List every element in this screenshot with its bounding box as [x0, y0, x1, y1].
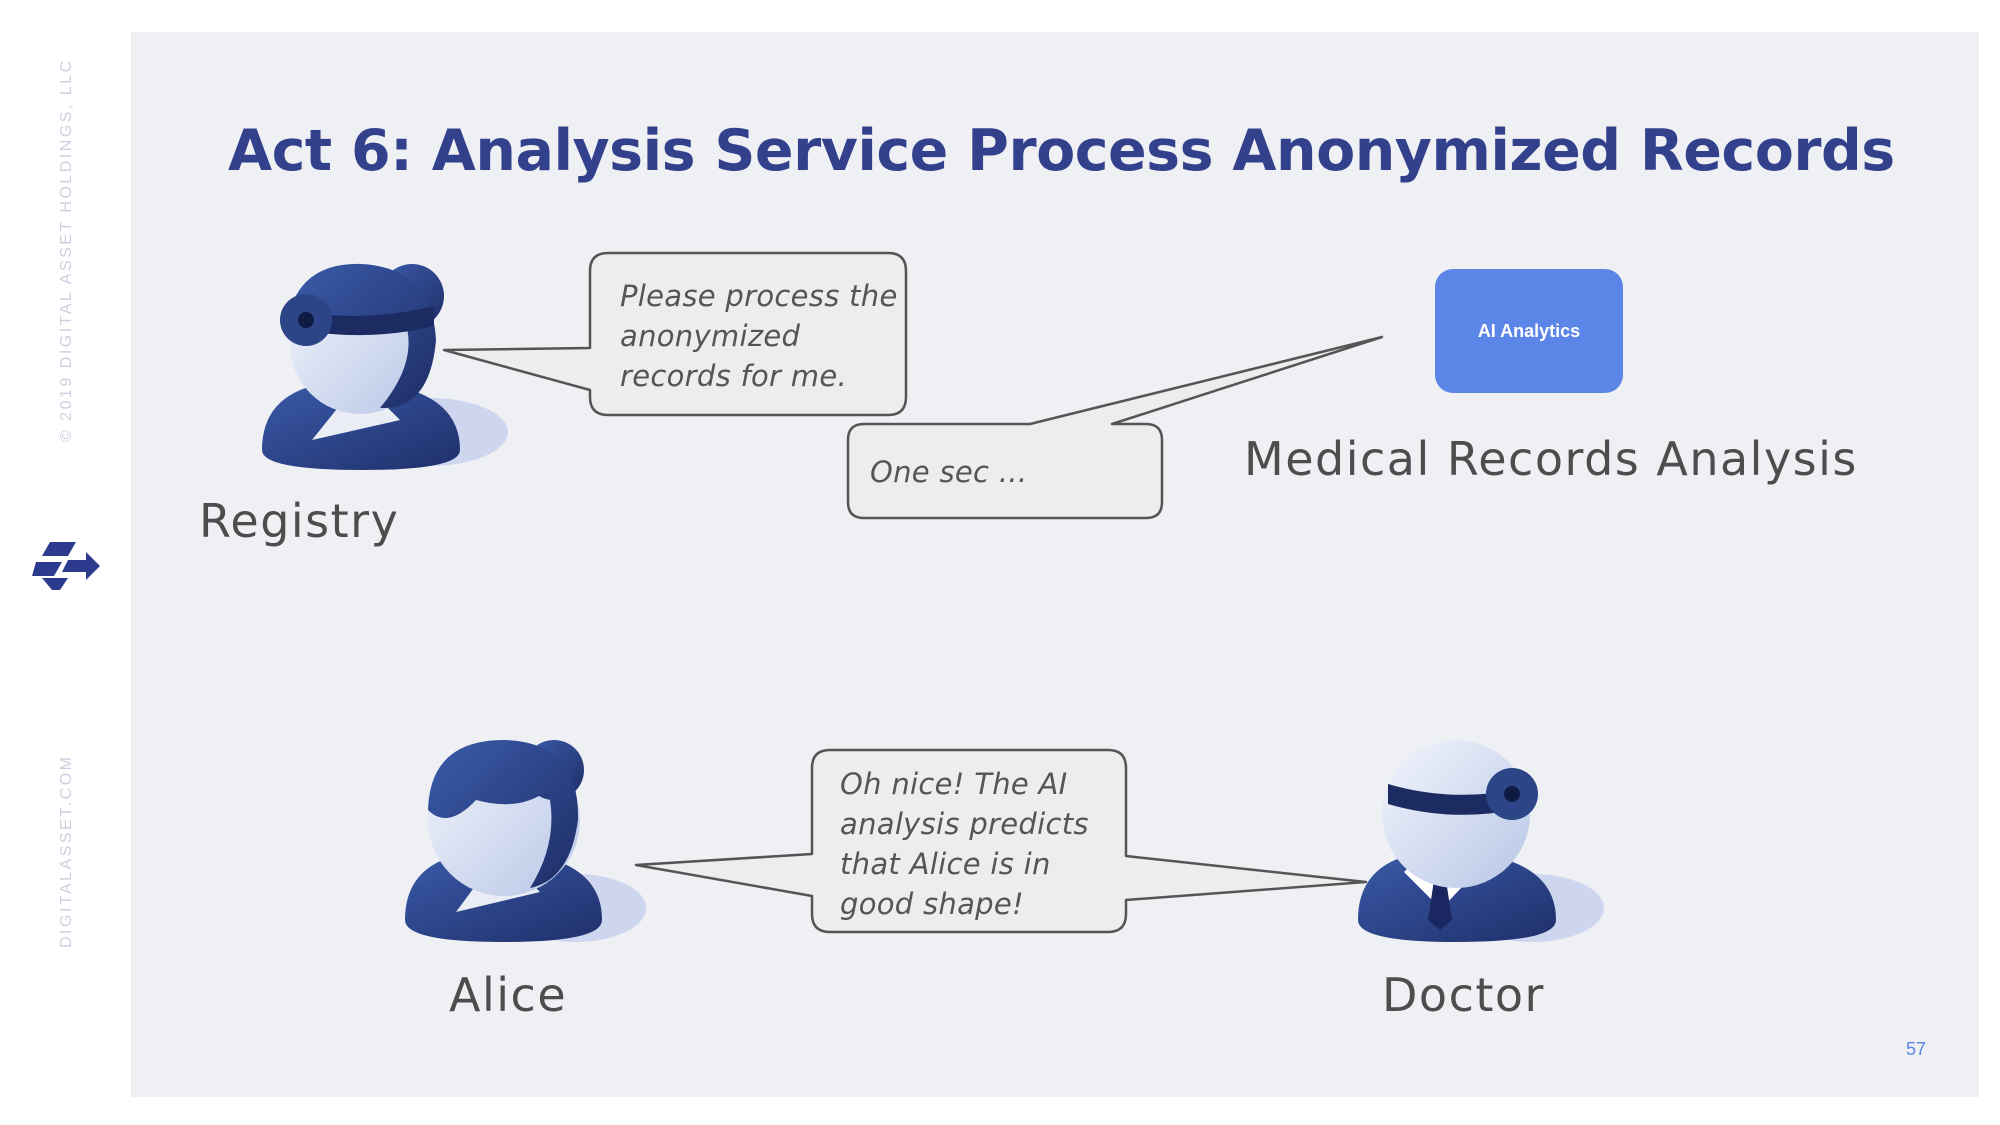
- ai-analytics-box: AI Analytics: [1435, 269, 1623, 393]
- registry-label: Registry: [199, 494, 400, 548]
- medical-records-analysis-label: Medical Records Analysis: [1244, 432, 1858, 486]
- bubble-line: Please process the: [620, 279, 898, 313]
- alice-label: Alice: [449, 968, 568, 1022]
- ai-analytics-label: AI Analytics: [1477, 320, 1581, 341]
- page-number: 57: [1906, 1039, 1927, 1059]
- doctor-avatar-icon: [1358, 740, 1604, 942]
- digital-asset-logo-icon: [32, 542, 100, 590]
- bubble-line: records for me.: [620, 359, 848, 393]
- registry-avatar-icon: [262, 263, 508, 470]
- registry-bubble-text: Please process the anonymized records fo…: [620, 276, 898, 396]
- registry-speech-bubble: [442, 251, 908, 417]
- doctor-speech-bubble: [634, 748, 1368, 934]
- doctor-bubble-text: Oh nice! The AI analysis predicts that A…: [840, 764, 1089, 924]
- bubble-line: Oh nice! The AI: [840, 767, 1068, 801]
- bubble-line: anonymized: [620, 319, 801, 353]
- bubble-line: analysis predicts: [840, 807, 1089, 841]
- slide-title: Act 6: Analysis Service Process Anonymiz…: [228, 118, 1895, 184]
- doctor-label: Doctor: [1382, 968, 1545, 1022]
- bubble-line: good shape!: [840, 887, 1024, 921]
- alice-avatar-icon: [405, 740, 646, 942]
- analysis-speech-bubble: [846, 335, 1384, 520]
- analysis-bubble-text: One sec ...: [870, 452, 1027, 492]
- bubble-line: One sec ...: [870, 455, 1028, 489]
- bubble-line: that Alice is in: [840, 847, 1051, 881]
